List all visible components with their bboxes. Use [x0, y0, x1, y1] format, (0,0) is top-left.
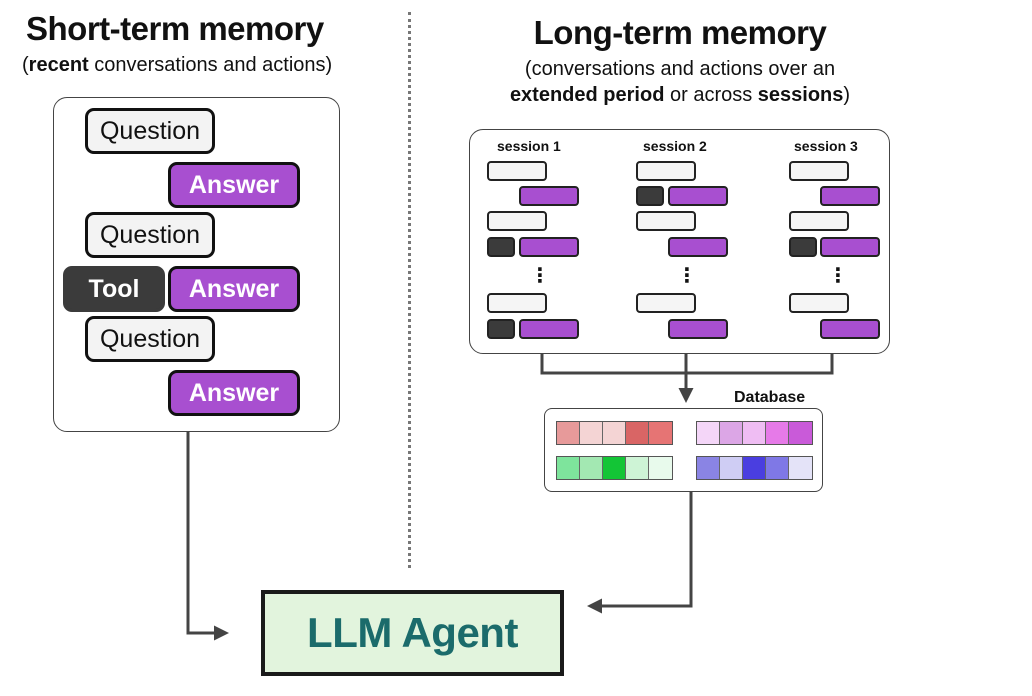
session1-question-1 [487, 161, 547, 181]
session-label-1: session 1 [497, 138, 561, 154]
long-term-subtitle-line1: (conversations and actions over an [524, 58, 836, 80]
database-cell [603, 422, 626, 444]
session2-answer-2 [668, 237, 728, 257]
session1-answer-1 [519, 186, 579, 206]
session3-tool-1 [789, 237, 817, 257]
session1-question-2 [487, 211, 547, 231]
answer-chip-1: Answer [168, 162, 300, 208]
session3-question-3 [789, 293, 849, 313]
database-block-2 [696, 421, 813, 445]
database-cell [766, 457, 789, 479]
section-divider [408, 12, 411, 568]
database-cell [789, 457, 812, 479]
database-cell [649, 422, 672, 444]
session2-question-1 [636, 161, 696, 181]
question-chip-1: Question [85, 108, 215, 154]
database-to-agent-arrow [587, 492, 693, 614]
session2-question-2 [636, 211, 696, 231]
session2-answer-1 [668, 186, 728, 206]
database-cell [557, 422, 580, 444]
database-block-1 [556, 421, 673, 445]
short-term-to-agent-arrow [186, 432, 229, 641]
question-chip-2: Question [85, 212, 215, 258]
long-term-title: Long-term memory [533, 14, 827, 51]
session2-question-3 [636, 293, 696, 313]
database-cell [580, 457, 603, 479]
database-cell [720, 422, 743, 444]
session1-answer-2 [519, 237, 579, 257]
session3-answer-1 [820, 186, 880, 206]
database-block-4 [696, 456, 813, 480]
session3-question-2 [789, 211, 849, 231]
session1-tool-2 [487, 319, 515, 339]
database-cell [720, 457, 743, 479]
session-label-3: session 3 [794, 138, 858, 154]
session3-answer-2 [820, 237, 880, 257]
database-cell [626, 457, 649, 479]
llm-agent-box: LLM Agent [261, 590, 564, 676]
short-term-subtitle: (recent conversations and actions) [22, 54, 333, 76]
session2-tool-1 [636, 186, 664, 206]
session1-tool-1 [487, 237, 515, 257]
session3-answer-3 [820, 319, 880, 339]
tool-chip: Tool [63, 266, 165, 312]
long-term-subtitle-line2: extended period or across sessions) [509, 84, 851, 106]
answer-chip-3: Answer [168, 370, 300, 416]
session1-question-3 [487, 293, 547, 313]
session1-answer-3 [519, 319, 579, 339]
database-block-3 [556, 456, 673, 480]
database-cell [649, 457, 672, 479]
session1-ellipsis: ⋮ [530, 265, 550, 287]
database-cell [743, 422, 766, 444]
database-cell [557, 457, 580, 479]
database-cell [580, 422, 603, 444]
session3-ellipsis: ⋮ [828, 265, 848, 287]
database-cell [789, 422, 812, 444]
answer-chip-2: Answer [168, 266, 300, 312]
database-cell [743, 457, 766, 479]
database-cell [766, 422, 789, 444]
database-cell [697, 457, 720, 479]
database-cell [626, 422, 649, 444]
question-chip-3: Question [85, 316, 215, 362]
database-cell [603, 457, 626, 479]
session2-ellipsis: ⋮ [677, 265, 697, 287]
database-cell [697, 422, 720, 444]
short-term-title: Short-term memory [26, 10, 324, 47]
session3-question-1 [789, 161, 849, 181]
session2-answer-3 [668, 319, 728, 339]
database-label: Database [734, 389, 806, 406]
session-label-2: session 2 [643, 138, 707, 154]
